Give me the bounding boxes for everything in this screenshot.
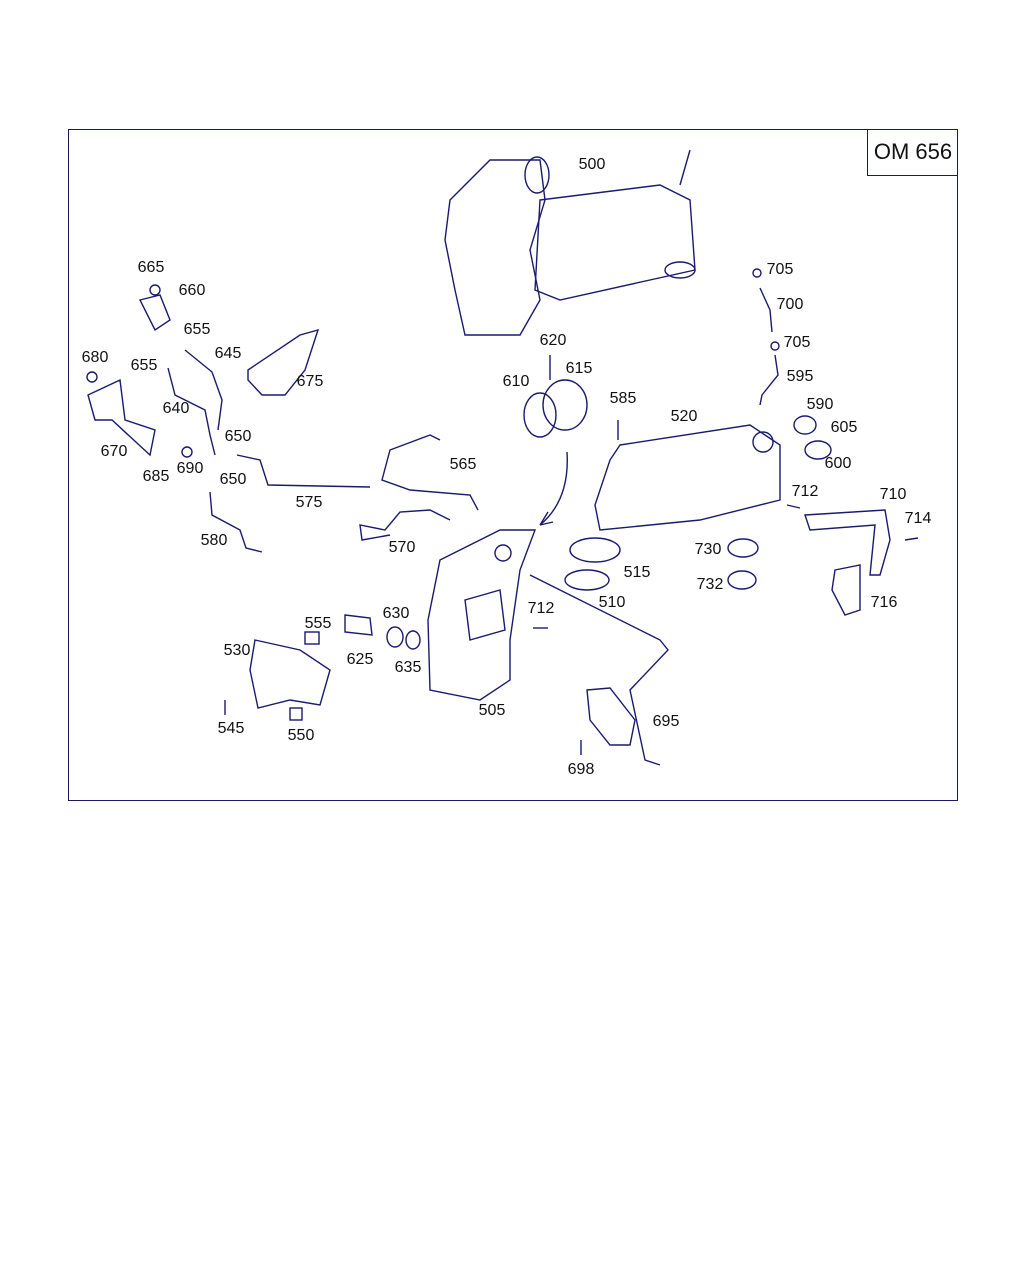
part-label-670: 670	[100, 443, 128, 460]
part-label-615: 615	[565, 360, 593, 377]
part-label-505: 505	[478, 702, 506, 719]
part-label-700: 700	[776, 296, 804, 313]
part-732-ring	[727, 570, 757, 590]
part-label-712: 712	[527, 600, 555, 617]
part-label-530: 530	[223, 642, 251, 659]
part-label-640: 640	[162, 400, 190, 417]
engine-model-label: OM 656	[867, 129, 958, 176]
part-label-690: 690	[176, 460, 204, 477]
part-550-block	[289, 707, 303, 721]
pipe-595	[759, 354, 779, 406]
pipe-700	[759, 287, 773, 333]
bolt-712	[786, 504, 801, 509]
part-555-block	[304, 631, 320, 645]
part-610-gasket	[523, 392, 557, 438]
nut-705-top	[752, 268, 762, 278]
part-716-bracket	[831, 564, 861, 616]
part-label-555: 555	[304, 615, 332, 632]
pipe-695	[529, 574, 669, 766]
part-label-655: 655	[183, 321, 211, 338]
pipe-575	[236, 454, 371, 488]
hose-645	[184, 349, 223, 431]
part-660-sensor	[138, 294, 171, 332]
nut-665	[149, 284, 161, 296]
part-label-550: 550	[287, 727, 315, 744]
part-label-590: 590	[806, 396, 834, 413]
part-label-716: 716	[870, 594, 898, 611]
part-label-732: 732	[696, 576, 724, 593]
part-label-665: 665	[137, 259, 165, 276]
part-label-620: 620	[539, 332, 567, 349]
part-label-625: 625	[346, 651, 374, 668]
part-710-bracket	[804, 509, 891, 576]
part-label-545: 545	[217, 720, 245, 737]
part-675-heat-shield	[247, 328, 320, 396]
part-label-605: 605	[830, 419, 858, 436]
nut-690	[181, 446, 193, 458]
assembly-arrow	[539, 451, 568, 526]
part-label-630: 630	[382, 605, 410, 622]
part-615-clamp	[542, 379, 588, 431]
part-625-connector	[344, 614, 373, 636]
part-505-housing	[427, 529, 537, 701]
part-520-catalytic-converter	[594, 424, 781, 531]
nut-680	[86, 371, 98, 383]
part-label-575: 575	[295, 494, 323, 511]
part-label-610: 610	[502, 373, 530, 390]
part-label-655: 655	[130, 357, 158, 374]
part-label-580: 580	[200, 532, 228, 549]
hose-640	[167, 367, 216, 456]
part-label-695: 695	[652, 713, 680, 730]
pipe-580	[209, 491, 263, 553]
part-label-635: 635	[394, 659, 422, 676]
part-label-510: 510	[598, 594, 626, 611]
part-label-600: 600	[824, 455, 852, 472]
part-530-heat-shield	[249, 639, 331, 709]
part-label-705: 705	[783, 334, 811, 351]
part-730-clamp	[727, 538, 759, 558]
part-label-565: 565	[449, 456, 477, 473]
part-label-675: 675	[296, 373, 324, 390]
part-label-660: 660	[178, 282, 206, 299]
part-500-particulate-filter	[444, 149, 696, 336]
part-label-650: 650	[219, 471, 247, 488]
part-515-clamp	[569, 537, 621, 563]
part-label-698: 698	[567, 761, 595, 778]
part-635-clamp	[405, 630, 421, 650]
part-label-595: 595	[786, 368, 814, 385]
part-label-705: 705	[766, 261, 794, 278]
bolt-714	[904, 537, 919, 541]
part-label-645: 645	[214, 345, 242, 362]
part-label-680: 680	[81, 349, 109, 366]
part-590-ring	[793, 415, 817, 435]
part-label-585: 585	[609, 390, 637, 407]
part-label-515: 515	[623, 564, 651, 581]
part-label-685: 685	[142, 468, 170, 485]
nut-705-bottom	[770, 341, 780, 351]
part-label-570: 570	[388, 539, 416, 556]
part-label-714: 714	[904, 510, 932, 527]
part-label-500: 500	[578, 156, 606, 173]
part-630-ring	[386, 626, 404, 648]
part-label-650: 650	[224, 428, 252, 445]
part-label-710: 710	[879, 486, 907, 503]
part-698-sensor-bracket	[586, 687, 636, 746]
part-label-520: 520	[670, 408, 698, 425]
part-510-ring	[564, 569, 610, 591]
part-label-730: 730	[694, 541, 722, 558]
part-600-clamp	[804, 440, 832, 460]
diagram-frame	[68, 129, 958, 801]
pipe-570	[359, 509, 451, 541]
part-label-712: 712	[791, 483, 819, 500]
part-670-bracket	[87, 378, 156, 457]
pipe-565	[381, 434, 479, 511]
